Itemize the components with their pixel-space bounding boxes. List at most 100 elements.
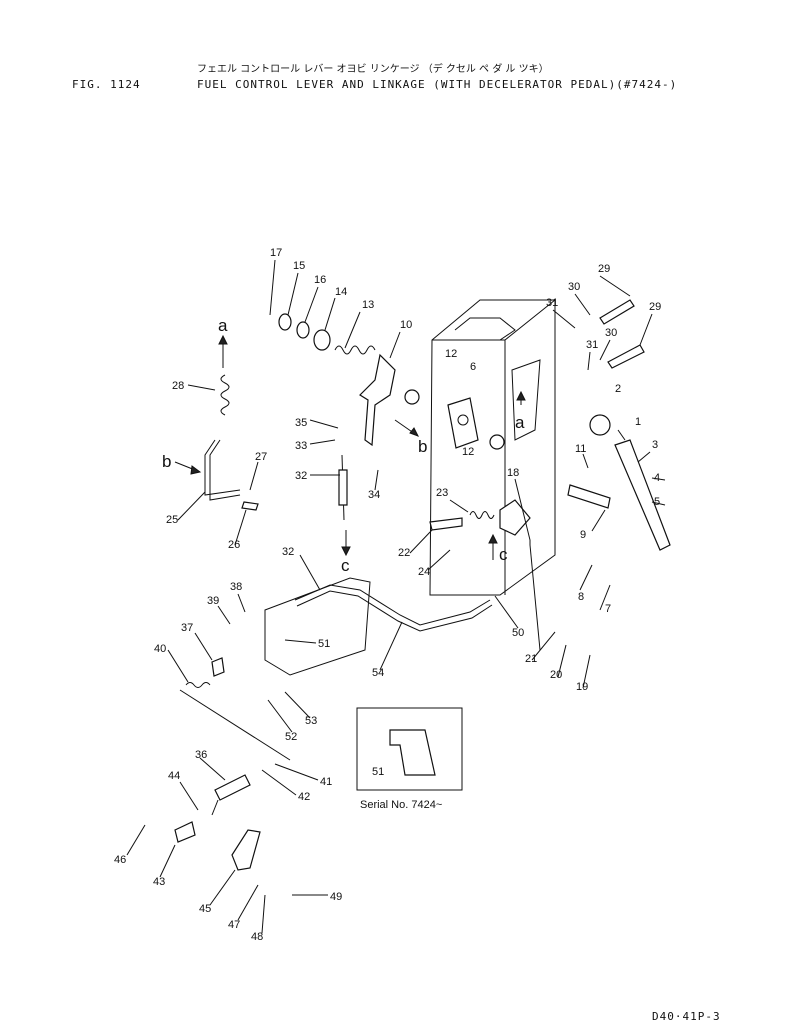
pin-22	[429, 517, 463, 531]
callout-18: 18	[507, 467, 519, 479]
callout-31a: 31	[546, 297, 558, 309]
washer-16	[296, 321, 310, 339]
callout-25: 25	[166, 514, 178, 526]
callout-6: 6	[470, 361, 476, 373]
callout-12a: 12	[445, 348, 457, 360]
inset-part-number: 51	[372, 766, 384, 778]
callout-29a: 29	[598, 263, 610, 275]
serial-inset: 51 Serial No. 7424~	[356, 707, 463, 811]
nut-15	[278, 313, 292, 331]
callout-17: 17	[270, 247, 282, 259]
spring-13	[334, 345, 376, 355]
figure-title: FUEL CONTROL LEVER AND LINKAGE (WITH DEC…	[197, 78, 678, 91]
callout-36: 36	[195, 749, 207, 761]
callouts: 1 2 3 4 5 6 7 8 9 10 11 12 12 13 14 15 1…	[114, 247, 661, 943]
knob-2	[589, 414, 611, 436]
callout-41: 41	[320, 776, 332, 788]
bracket-36	[214, 774, 251, 801]
callout-11: 11	[575, 443, 586, 455]
bolt-29-lower	[607, 344, 645, 369]
callout-4: 4	[654, 472, 660, 484]
callout-3: 3	[652, 439, 658, 451]
callout-42: 42	[298, 791, 310, 803]
callout-35: 35	[295, 417, 307, 429]
callout-12b: 12	[462, 446, 474, 458]
shaft-9	[567, 484, 611, 509]
callout-10: 10	[400, 319, 412, 331]
callout-32a: 32	[295, 470, 307, 482]
callout-52: 52	[285, 731, 297, 743]
connector-b-right: b	[418, 437, 427, 456]
washer-12-upper	[404, 389, 420, 405]
callout-28: 28	[172, 380, 184, 392]
callout-48: 48	[251, 931, 263, 943]
pedal-lever-1	[614, 439, 671, 551]
callout-26: 26	[228, 539, 240, 551]
rod-25	[204, 439, 241, 496]
callout-49: 49	[330, 891, 342, 903]
rod-54	[294, 584, 491, 626]
callout-19: 19	[576, 681, 588, 693]
callout-21: 21	[525, 653, 537, 665]
callout-7: 7	[605, 603, 611, 615]
callout-38: 38	[230, 581, 242, 593]
callout-16: 16	[314, 274, 326, 286]
connector-c-left: c	[341, 556, 350, 575]
spring-40	[185, 682, 211, 688]
callout-51: 51	[318, 638, 330, 650]
callout-5: 5	[654, 496, 660, 508]
lever-43	[174, 821, 196, 843]
callout-23: 23	[436, 487, 448, 499]
callout-32b: 32	[282, 546, 294, 558]
callout-20: 20	[550, 669, 562, 681]
callout-8: 8	[578, 591, 584, 603]
callout-14: 14	[335, 286, 347, 298]
callout-13: 13	[362, 299, 374, 311]
callout-31b: 31	[586, 339, 598, 351]
bracket-18	[499, 499, 531, 536]
spring-23	[469, 511, 495, 519]
callout-1: 1	[635, 416, 641, 428]
callout-33: 33	[295, 440, 307, 452]
connector-a-left: a	[218, 316, 228, 335]
callout-46: 46	[114, 854, 126, 866]
washer-14	[313, 329, 331, 351]
washer-12-lower	[489, 434, 505, 450]
callout-44: 44	[168, 770, 180, 782]
callout-9: 9	[580, 529, 586, 541]
leader-lines	[126, 259, 666, 934]
cover-panel	[264, 577, 371, 676]
callout-45: 45	[199, 903, 211, 915]
callout-53: 53	[305, 715, 317, 727]
connector-b-left: b	[162, 452, 171, 471]
housing	[429, 299, 556, 596]
lever-10	[359, 353, 396, 447]
callout-15: 15	[293, 260, 305, 272]
spring-28	[220, 374, 230, 416]
bracket-45	[231, 829, 261, 871]
callout-27: 27	[255, 451, 267, 463]
bolt-29-upper	[599, 299, 635, 325]
callout-47: 47	[228, 919, 240, 931]
plate-6	[447, 397, 479, 449]
page-code: D40·41P-3	[652, 1010, 721, 1023]
callout-22: 22	[398, 547, 410, 559]
callout-54: 54	[372, 667, 384, 679]
connections: a a b b c c	[162, 316, 526, 575]
figure-title-japanese: フェエル コントロール レバー オヨビ リンケージ （デ クセル ペ ダ ル ツ…	[197, 64, 549, 75]
connector-a-right: a	[515, 413, 525, 432]
callout-39: 39	[207, 595, 219, 607]
callout-30a: 30	[568, 281, 580, 293]
connector-c-right: c	[499, 545, 508, 564]
callout-50: 50	[512, 627, 524, 639]
callout-24: 24	[418, 566, 430, 578]
callout-2: 2	[615, 383, 621, 395]
figure-number: FIG. 1124	[72, 78, 141, 91]
callout-30b: 30	[605, 327, 617, 339]
inset-serial: Serial No. 7424~	[360, 799, 442, 811]
pin-26	[241, 501, 259, 511]
callout-40: 40	[154, 643, 166, 655]
callout-34: 34	[368, 489, 380, 501]
callout-29b: 29	[649, 301, 661, 313]
